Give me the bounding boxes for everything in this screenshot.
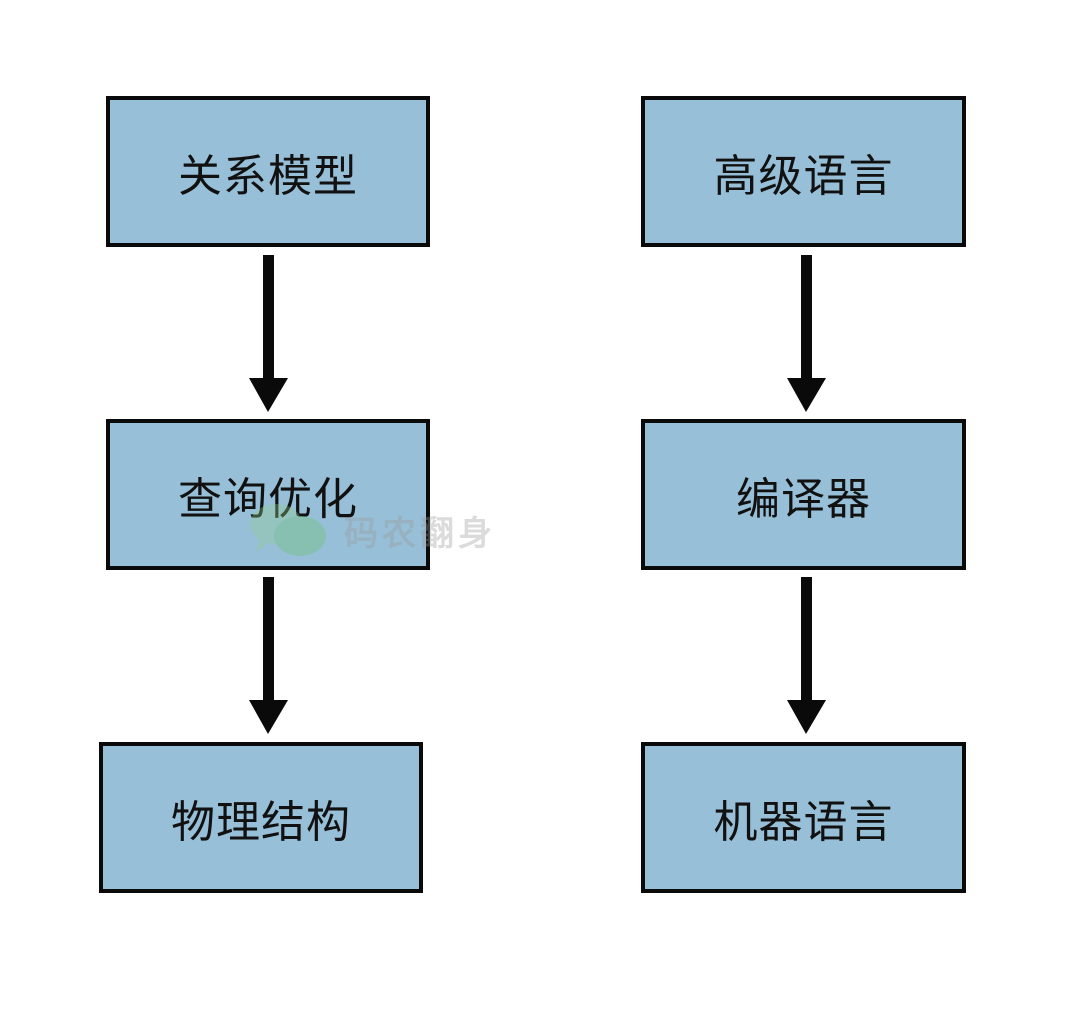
node-compiler: 编译器 [641,419,966,570]
node-machine-language: 机器语言 [641,742,966,893]
node-high-level-language: 高级语言 [641,96,966,247]
arrow-right-1 [787,255,826,412]
node-physical-structure: 物理结构 [99,742,423,893]
arrow-right-2 [787,577,826,734]
node-query-optimization: 查询优化 [106,419,430,570]
arrow-left-2 [249,577,288,734]
node-relational-model: 关系模型 [106,96,430,247]
arrow-left-1 [249,255,288,412]
